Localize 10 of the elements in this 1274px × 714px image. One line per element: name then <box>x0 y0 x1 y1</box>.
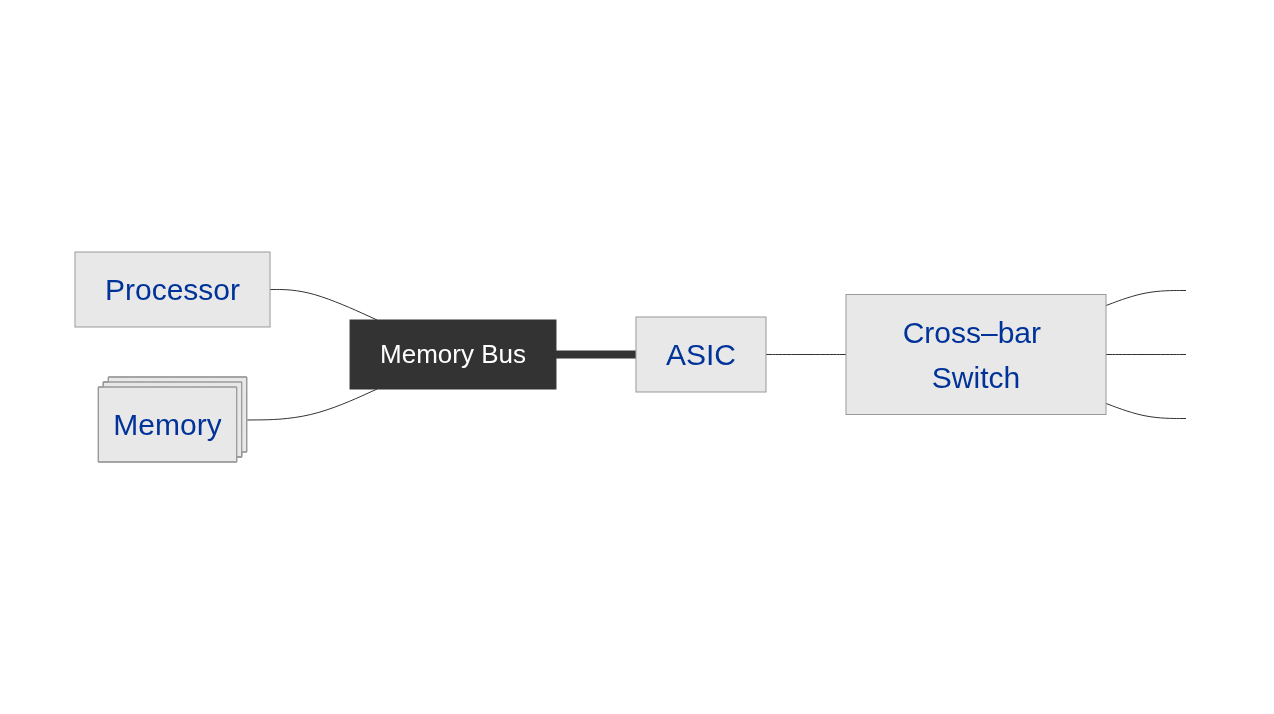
connector <box>765 354 846 355</box>
connector <box>1105 402 1186 419</box>
connector <box>269 289 378 321</box>
node-box: Memory Bus <box>349 319 556 390</box>
connector <box>555 350 636 359</box>
node-box: ASIC <box>634 316 766 393</box>
connector <box>1105 354 1186 355</box>
node-box: Cross–bar Switch <box>845 294 1106 415</box>
node-box: Processor <box>74 251 271 328</box>
connector <box>1105 290 1186 307</box>
